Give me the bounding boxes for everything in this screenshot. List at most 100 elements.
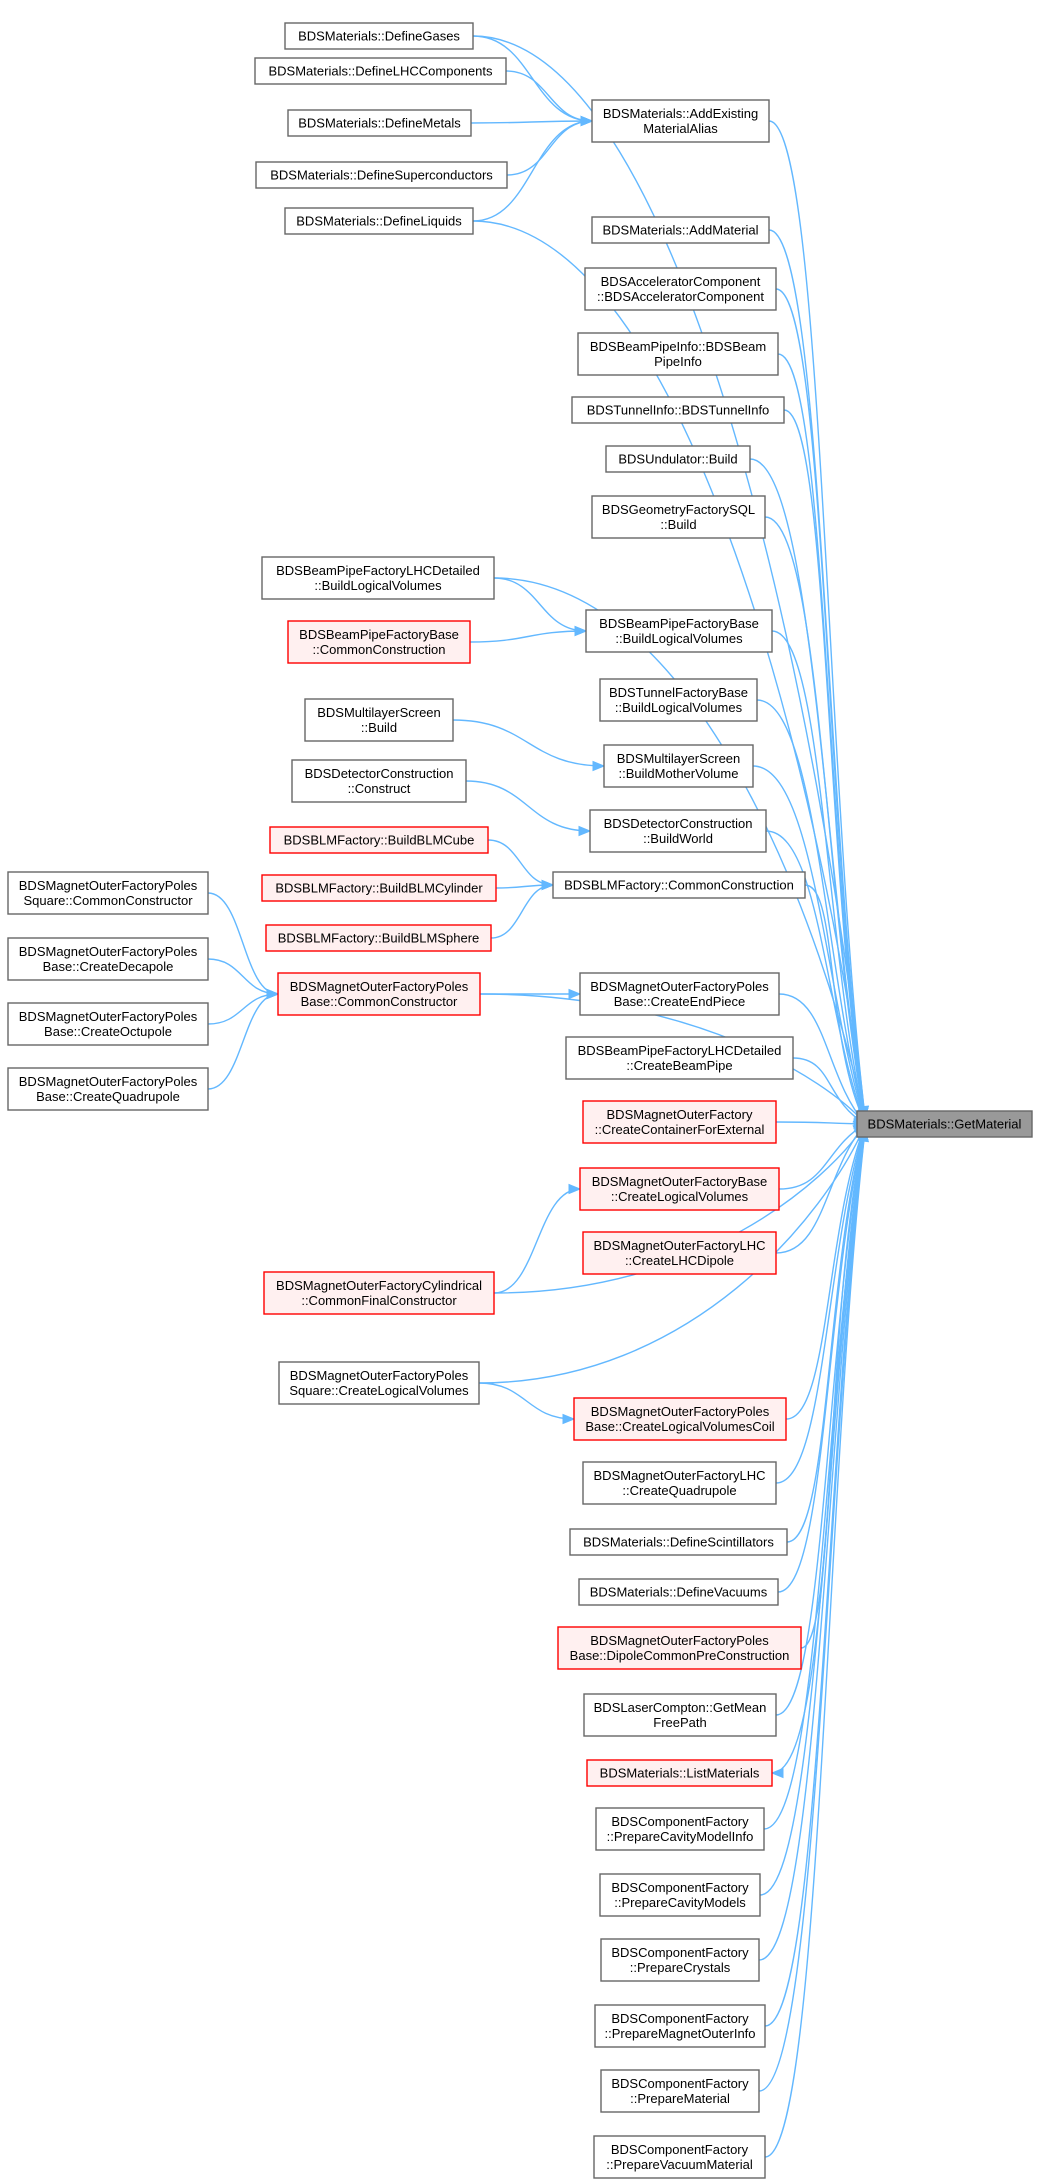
node-mofp-quadrupole[interactable]: BDSMagnetOuterFactoryPolesBase::CreateQu… [7, 1067, 209, 1111]
node-bp-lhcd-blv[interactable]: BDSBeamPipeFactoryLHCDetailed::BuildLogi… [261, 556, 495, 600]
node-mofp-decapole[interactable]: BDSMagnetOuterFactoryPolesBase::CreateDe… [7, 937, 209, 981]
node-cf-crystals[interactable]: BDSComponentFactory::PrepareCrystals [600, 1938, 760, 1982]
node-mof-container[interactable]: BDSMagnetOuterFactory::CreateContainerFo… [582, 1100, 777, 1144]
node-tunnel-blv[interactable]: BDSTunnelFactoryBase::BuildLogicalVolume… [599, 678, 758, 722]
node-box [595, 1807, 765, 1851]
edge-line [493, 577, 587, 632]
node-label: ::Build [361, 720, 397, 735]
edge-define_liquids-to-add_existing [472, 115, 594, 222]
node-box [557, 1626, 802, 1670]
node-label: BDSAcceleratorComponent [601, 274, 761, 289]
edge-line [478, 1125, 866, 1384]
node-label: ::PrepareCavityModelInfo [607, 1829, 754, 1844]
node-label: BDSMagnetOuterFactoryLHC [594, 1238, 766, 1253]
edge-arrowhead [580, 115, 594, 127]
node-mls-bmv[interactable]: BDSMultilayerScreen::BuildMotherVolume [603, 744, 754, 788]
node-moflhc-quad[interactable]: BDSMagnetOuterFactoryLHC::CreateQuadrupo… [582, 1461, 777, 1505]
node-mofps-clv[interactable]: BDSMagnetOuterFactoryPolesSquare::Create… [278, 1361, 480, 1405]
node-blm-sphere[interactable]: BDSBLMFactory::BuildBLMSphere [265, 924, 492, 952]
edge-mofcyl_cfc-to-mofb_clv [493, 1183, 582, 1294]
node-acc-comp[interactable]: BDSAcceleratorComponent::BDSAcceleratorC… [584, 267, 777, 311]
node-mofb-clv[interactable]: BDSMagnetOuterFactoryBase::CreateLogical… [579, 1167, 780, 1211]
node-label: BDSBLMFactory::CommonConstruction [564, 878, 794, 893]
node-bp-base-blv[interactable]: BDSBeamPipeFactoryBase::BuildLogicalVolu… [585, 609, 773, 653]
node-box [284, 207, 474, 235]
node-cf-cavity-models[interactable]: BDSComponentFactory::PrepareCavityModels [599, 1873, 761, 1917]
node-label: BDSMaterials::AddMaterial [602, 223, 758, 238]
edge-line [478, 1382, 575, 1420]
node-mls-build[interactable]: BDSMultilayerScreen::Build [304, 698, 454, 742]
node-label: BDSComponentFactory [611, 2142, 749, 2157]
node-define-gases[interactable]: BDSMaterials::DefineGases [284, 22, 474, 50]
node-get-material[interactable]: BDSMaterials::GetMaterial [856, 1110, 1033, 1138]
node-box [599, 678, 758, 722]
edge-bp_base_cc-to-bp_base_blv [469, 625, 588, 643]
node-det-buildworld[interactable]: BDSDetectorConstruction::BuildWorld [589, 809, 767, 853]
node-cf-magnet-outer[interactable]: BDSComponentFactory::PrepareMagnetOuterI… [594, 2004, 766, 2048]
node-label: ::PrepareMaterial [630, 2091, 730, 2106]
node-define-liquids[interactable]: BDSMaterials::DefineLiquids [284, 207, 474, 235]
node-blm-cc[interactable]: BDSBLMFactory::CommonConstruction [552, 871, 806, 899]
node-mofp-clvcoil[interactable]: BDSMagnetOuterFactoryPolesBase::CreateLo… [573, 1397, 787, 1441]
node-mofp-cc[interactable]: BDSMagnetOuterFactoryPolesBase::CommonCo… [277, 972, 481, 1016]
node-label: BDSMagnetOuterFactoryCylindrical [276, 1278, 482, 1293]
node-moflhc-dipole[interactable]: BDSMagnetOuterFactoryLHC::CreateLHCDipol… [582, 1231, 777, 1275]
node-undulator[interactable]: BDSUndulator::Build [605, 445, 751, 473]
node-box [571, 396, 785, 424]
node-box [594, 2004, 766, 2048]
node-box [600, 1938, 760, 1982]
node-label: BDSComponentFactory [611, 1945, 749, 1960]
node-label: BDSMultilayerScreen [617, 751, 741, 766]
edge-det_construct-to-det_buildworld [465, 780, 592, 837]
node-det-construct[interactable]: BDSDetectorConstruction::Construct [291, 759, 467, 803]
edge-line [775, 1121, 866, 1125]
edge-line [207, 958, 279, 995]
node-blm-cube[interactable]: BDSBLMFactory::BuildBLMCube [269, 826, 489, 854]
node-cf-material[interactable]: BDSComponentFactory::PrepareMaterial [600, 2069, 760, 2113]
node-label: Base::CreateDecapole [43, 959, 174, 974]
node-define-super[interactable]: BDSMaterials::DefineSuperconductors [255, 161, 508, 189]
node-geom-sql[interactable]: BDSGeometryFactorySQL::Build [591, 495, 766, 539]
node-bp-base-cc[interactable]: BDSBeamPipeFactoryBase::CommonConstructi… [287, 620, 471, 664]
node-bp-lhcd-cbp[interactable]: BDSBeamPipeFactoryLHCDetailed::CreateBea… [565, 1036, 794, 1080]
node-label: BDSDetectorConstruction [305, 766, 454, 781]
edge-mofps_clv-to-mofp_clvcoil [478, 1382, 576, 1425]
node-box [269, 826, 489, 854]
node-mofcyl-cfc[interactable]: BDSMagnetOuterFactoryCylindrical::Common… [263, 1271, 495, 1315]
node-beampipe-info[interactable]: BDSBeamPipeInfo::BDSBeamPipeInfo [577, 332, 779, 376]
node-define-lhc[interactable]: BDSMaterials::DefineLHCComponents [254, 57, 507, 85]
node-label: BDSMagnetOuterFactoryPoles [19, 878, 198, 893]
node-mofp-endpiece[interactable]: BDSMagnetOuterFactoryPolesBase::CreateEn… [579, 972, 780, 1016]
node-tunnel-info[interactable]: BDSTunnelInfo::BDSTunnelInfo [571, 396, 785, 424]
edge-line [777, 1126, 866, 1593]
node-label: BDSDetectorConstruction [604, 816, 753, 831]
node-blm-cyl[interactable]: BDSBLMFactory::BuildBLMCylinder [261, 874, 497, 902]
node-mofps-cc[interactable]: BDSMagnetOuterFactoryPolesSquare::Common… [7, 871, 209, 915]
node-label: ::CreateContainerForExternal [595, 1122, 765, 1137]
node-label: BDSUndulator::Build [618, 452, 737, 467]
node-add-material[interactable]: BDSMaterials::AddMaterial [591, 216, 770, 244]
node-mofp-octupole[interactable]: BDSMagnetOuterFactoryPolesBase::CreateOc… [7, 1002, 209, 1046]
node-label: Base::CreateLogicalVolumesCoil [585, 1419, 774, 1434]
edge-line [763, 1128, 866, 1830]
edge-arrowhead [568, 988, 582, 1000]
node-label: ::PrepareMagnetOuterInfo [604, 2026, 755, 2041]
edge-mofb_clv-to-get_material [778, 1123, 867, 1190]
node-mofp-dipole-pre[interactable]: BDSMagnetOuterFactoryPolesBase::DipoleCo… [557, 1626, 802, 1670]
node-label: BDSBLMFactory::BuildBLMSphere [278, 931, 480, 946]
edge-define_gases-to-get_material [472, 35, 870, 1119]
edge-mls_build-to-mls_bmv [452, 719, 606, 772]
node-define-vacuums[interactable]: BDSMaterials::DefineVacuums [578, 1578, 779, 1606]
node-box [589, 809, 767, 853]
node-define-scint[interactable]: BDSMaterials::DefineScintillators [569, 1528, 788, 1556]
edge-blm_sphere-to-blm_cc [490, 879, 555, 939]
node-list-materials[interactable]: BDSMaterials::ListMaterials [586, 1759, 773, 1787]
node-cf-cavity-info[interactable]: BDSComponentFactory::PrepareCavityModelI… [595, 1807, 765, 1851]
edge-line [764, 1129, 866, 2027]
node-label: BDSMagnetOuterFactoryPoles [591, 1404, 770, 1419]
node-cf-vacuum[interactable]: BDSComponentFactory::PrepareVacuumMateri… [593, 2135, 766, 2179]
node-label: BDSGeometryFactorySQL [602, 502, 755, 517]
node-define-metals[interactable]: BDSMaterials::DefineMetals [287, 109, 472, 137]
